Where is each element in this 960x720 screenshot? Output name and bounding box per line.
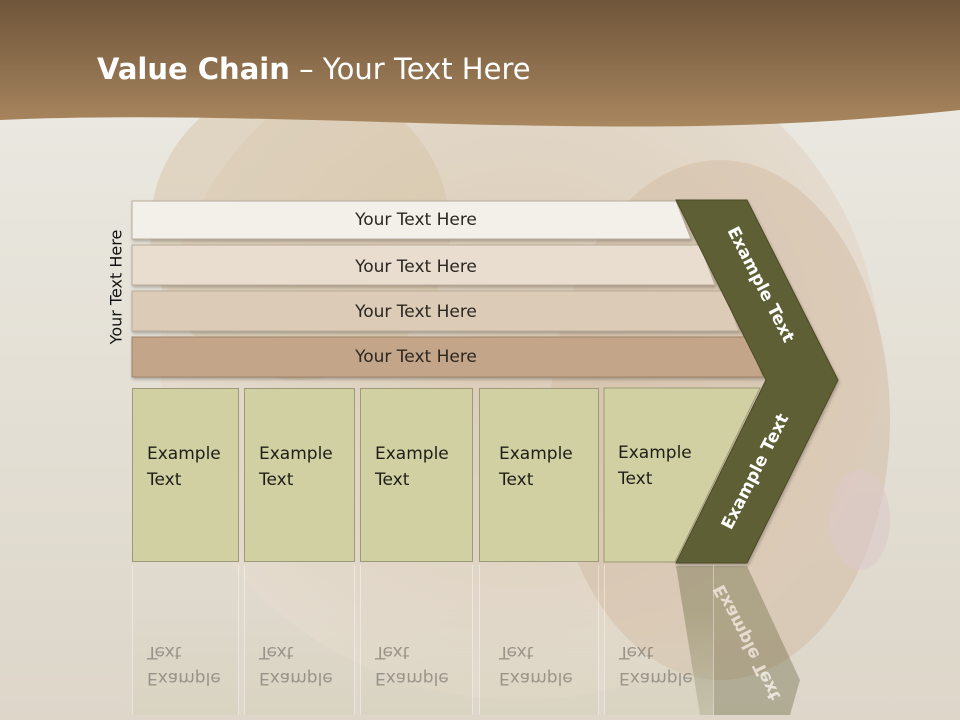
- box-3-line1: Example: [375, 444, 449, 464]
- reflection-5-line1: Example: [619, 668, 693, 688]
- reflection-1-line1: Example: [147, 668, 221, 688]
- reflection-5-line2: Text: [619, 642, 654, 662]
- box-4-line1: Example: [499, 444, 573, 464]
- box-2-line1: Example: [259, 444, 333, 464]
- box-1-line1: Example: [147, 444, 221, 464]
- bar-1: [131, 200, 692, 240]
- slide-title: Value Chain – Your Text Here: [97, 52, 531, 86]
- activity-box-2: Example Text: [244, 388, 355, 562]
- reflection-box-2: Example Text: [244, 565, 355, 715]
- box-5-line1: Example: [618, 443, 692, 463]
- activity-box-3: Example Text: [360, 388, 473, 562]
- activity-box-5-shape: [603, 387, 761, 563]
- reflection-2-line2: Text: [259, 642, 294, 662]
- reflection-1-line2: Text: [147, 642, 182, 662]
- chevron: [675, 199, 839, 564]
- bar-3: [131, 290, 740, 332]
- reflection-2-line1: Example: [259, 668, 333, 688]
- header-band: [0, 0, 960, 127]
- box-2-line2: Text: [259, 470, 294, 490]
- box-3-line2: Text: [375, 470, 410, 490]
- bar-2-label: Your Text Here: [354, 257, 477, 277]
- reflection-box-4: Example Text: [479, 565, 599, 715]
- reflection-4-line1: Example: [499, 668, 573, 688]
- reflection-box-1: Example Text: [132, 565, 239, 715]
- title-bold: Value Chain: [97, 52, 290, 86]
- reflection-3-line2: Text: [375, 642, 410, 662]
- box-5-line2: Text: [618, 469, 653, 489]
- bar-2: [131, 244, 716, 286]
- box-4-line2: Text: [499, 470, 534, 490]
- activity-box-5: Example Text: [618, 440, 692, 492]
- boxes-reflection: Example Text Example Text Example Text E…: [132, 565, 772, 715]
- reflection-box-3: Example Text: [360, 565, 473, 715]
- title-rest: – Your Text Here: [289, 52, 531, 86]
- reflection-box-5: Example Text: [604, 565, 714, 715]
- bar-1-label: Your Text Here: [354, 210, 477, 230]
- bar-4-label: Your Text Here: [354, 347, 477, 367]
- box-1-line2: Text: [147, 470, 182, 490]
- reflection-3-line1: Example: [375, 668, 449, 688]
- activity-box-4: Example Text: [479, 388, 599, 562]
- activity-box-1: Example Text: [132, 388, 239, 562]
- bar-4: [131, 336, 764, 378]
- bar-3-label: Your Text Here: [354, 302, 477, 322]
- reflection-4-line2: Text: [499, 642, 534, 662]
